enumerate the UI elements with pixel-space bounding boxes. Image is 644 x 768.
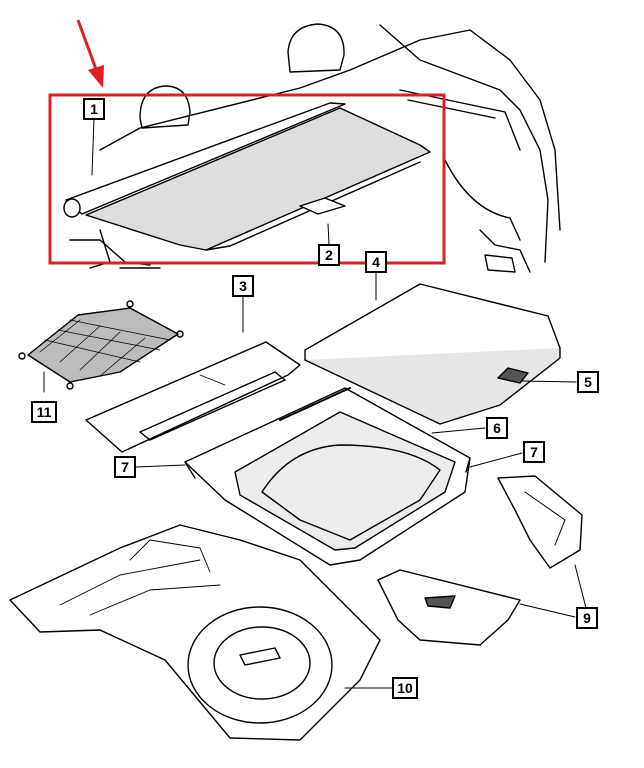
callout-6: 6 — [486, 417, 508, 439]
callout-7-left: 7 — [114, 456, 136, 478]
leader-lines — [43, 117, 587, 689]
part-10-floor-pan — [9, 524, 381, 741]
callout-2: 2 — [318, 244, 340, 266]
part-4-cargo-floor-panel — [304, 283, 561, 425]
part-11-cargo-net — [18, 300, 184, 390]
callout-5: 5 — [577, 371, 599, 393]
callout-10: 10 — [392, 677, 418, 699]
callout-3: 3 — [232, 275, 254, 297]
callout-4: 4 — [365, 251, 387, 273]
part-1-cargo-cover — [63, 102, 431, 251]
callout-9: 9 — [576, 607, 598, 629]
part-5-handle — [497, 367, 529, 384]
red-arrow-icon — [76, 19, 104, 88]
vehicle-interior-outline — [69, 23, 561, 273]
callout-7-right: 7 — [523, 441, 545, 463]
highlight-box — [48, 93, 446, 265]
callout-11: 11 — [31, 401, 57, 423]
callout-1: 1 — [83, 98, 105, 120]
part-9-side-bins — [377, 475, 583, 646]
part-6-cargo-tray — [184, 387, 471, 566]
part-3-load-floor-panel — [85, 341, 301, 453]
